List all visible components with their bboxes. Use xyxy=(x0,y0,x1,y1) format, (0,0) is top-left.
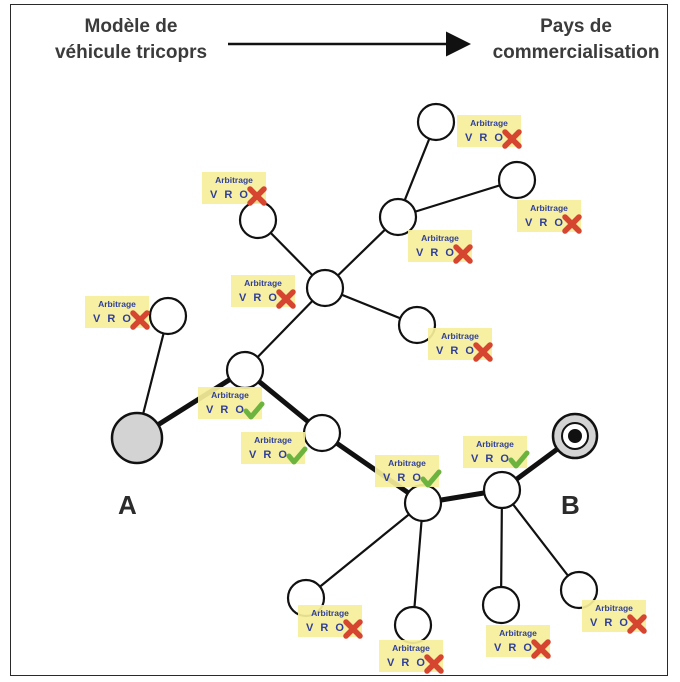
reject-x-icon xyxy=(424,654,444,674)
badge-code: V R O xyxy=(206,404,246,416)
header-left: Modèle de véhicule tricoprs xyxy=(36,14,226,66)
node xyxy=(225,350,265,390)
badge-code: V R O xyxy=(436,345,476,357)
reject-x-icon xyxy=(473,342,493,362)
check-icon xyxy=(243,401,265,420)
badge-title: Arbitrage xyxy=(470,118,508,128)
arbitrage-badge: Arbitrage V R O xyxy=(379,640,444,674)
edge xyxy=(500,488,581,592)
reject-x-icon xyxy=(247,186,267,206)
node xyxy=(393,605,433,645)
header-right-line2: commercialisation xyxy=(492,42,660,63)
badge-code: V R O xyxy=(239,292,279,304)
node xyxy=(397,305,437,345)
reject-x-icon xyxy=(276,289,296,309)
badge-code: V R O xyxy=(93,313,133,325)
node xyxy=(302,413,342,453)
badge-title: Arbitrage xyxy=(441,331,479,341)
badge-title: Arbitrage xyxy=(311,608,349,618)
arbitrage-badge: Arbitrage V R O xyxy=(582,600,647,634)
arbitrage-badge: Arbitrage V R O xyxy=(517,200,582,234)
node xyxy=(416,102,456,142)
reject-x-icon xyxy=(343,619,363,639)
edge xyxy=(319,430,426,506)
header-left-line2: véhicule tricoprs xyxy=(54,42,208,63)
arbitrage-badge: Arbitrage V R O xyxy=(486,625,551,659)
check-icon xyxy=(420,469,442,488)
node xyxy=(559,570,599,610)
badge-title: Arbitrage xyxy=(388,458,426,468)
badge-code: V R O xyxy=(249,449,289,461)
reject-x-icon xyxy=(130,310,150,330)
header-left-line1: Modèle de xyxy=(84,16,178,37)
reject-x-icon xyxy=(531,639,551,659)
arbitrage-badge: Arbitrage V R O xyxy=(463,436,530,469)
arbitrage-badge: Arbitrage V R O xyxy=(202,172,267,206)
node xyxy=(497,160,537,200)
reject-x-icon xyxy=(562,214,582,234)
edge xyxy=(499,488,504,607)
start-node-a xyxy=(110,411,164,465)
badge-code: V R O xyxy=(306,622,346,634)
badge-code: V R O xyxy=(590,617,630,629)
edge xyxy=(396,178,519,219)
node xyxy=(403,483,443,523)
badge-title: Arbitrage xyxy=(254,435,292,445)
arbitrage-badge: Arbitrage V R O xyxy=(231,275,296,309)
badge-title: Arbitrage xyxy=(530,203,568,213)
badge-title: Arbitrage xyxy=(499,628,537,638)
node xyxy=(238,200,278,240)
node xyxy=(148,296,188,336)
badge-title: Arbitrage xyxy=(392,643,430,653)
badge-title: Arbitrage xyxy=(476,439,514,449)
check-icon xyxy=(508,450,530,469)
arbitrage-badge: Arbitrage V R O xyxy=(241,432,308,465)
check-icon xyxy=(286,446,308,465)
header-right: Pays de commercialisation xyxy=(478,14,674,66)
header-right-line1: Pays de xyxy=(540,16,612,37)
badge-code: V R O xyxy=(387,657,427,669)
arbitrage-badge: Arbitrage V R O xyxy=(298,605,363,639)
badge-title: Arbitrage xyxy=(595,603,633,613)
badge-code: V R O xyxy=(210,189,250,201)
reject-x-icon xyxy=(453,244,473,264)
badge-title: Arbitrage xyxy=(98,299,136,309)
reject-x-icon xyxy=(502,129,522,149)
node xyxy=(305,268,345,308)
end-node-b xyxy=(551,412,599,460)
node xyxy=(482,470,522,510)
arbitrage-badge: Arbitrage V R O xyxy=(375,455,442,488)
badge-code: V R O xyxy=(525,217,565,229)
badge-code: V R O xyxy=(494,642,534,654)
arbitrage-badge: Arbitrage V R O xyxy=(198,387,265,420)
badge-title: Arbitrage xyxy=(215,175,253,185)
badge-title: Arbitrage xyxy=(244,278,282,288)
arbitrage-badge: Arbitrage V R O xyxy=(428,328,493,362)
edge xyxy=(304,501,425,600)
badge-title: Arbitrage xyxy=(421,233,459,243)
diagram-frame xyxy=(10,4,668,676)
arbitrage-badge: Arbitrage V R O xyxy=(85,296,150,330)
node-a-label: A xyxy=(118,490,137,520)
badge-code: V R O xyxy=(383,472,423,484)
node xyxy=(481,585,521,625)
badge-code: V R O xyxy=(465,132,505,144)
arbitrage-badge: Arbitrage V R O xyxy=(457,115,522,149)
badge-code: V R O xyxy=(471,453,511,465)
node-b-label: B xyxy=(561,490,580,520)
badge-code: V R O xyxy=(416,247,456,259)
badge-title: Arbitrage xyxy=(211,390,249,400)
node xyxy=(378,197,418,237)
edge xyxy=(411,501,425,627)
arbitrage-badge: Arbitrage V R O xyxy=(408,230,473,264)
reject-x-icon xyxy=(627,614,647,634)
